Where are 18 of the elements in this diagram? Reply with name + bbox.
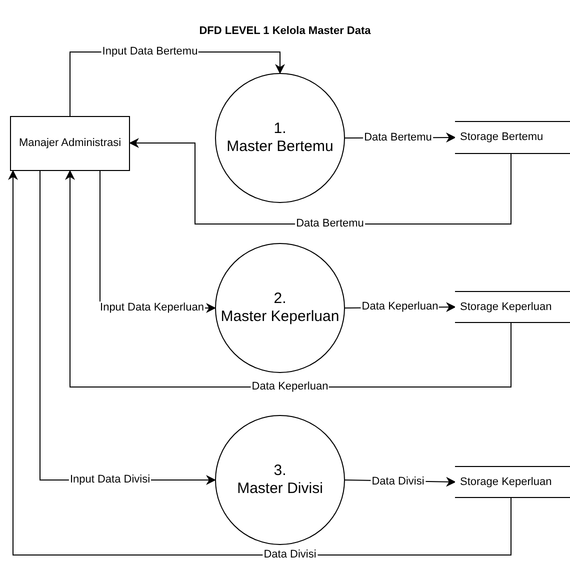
process-name: Master Bertemu (226, 138, 334, 156)
arrow (65, 170, 512, 388)
edge-label: Input Data Bertemu (101, 46, 199, 58)
data-store: Storage Keperluan (455, 291, 570, 323)
data-store: Storage Keperluan (455, 466, 570, 498)
process-name: Master Divisi (237, 480, 323, 498)
data-store: Storage Bertemu (455, 121, 570, 154)
edge-label: Data Keperluan (250, 380, 330, 394)
arrow (8, 170, 512, 556)
process-number: 1. (274, 120, 286, 138)
process-number: 2. (274, 290, 286, 308)
edge-label: Input Data Keperluan (99, 302, 205, 314)
edge-label: Input Data Divisi (68, 474, 152, 486)
diagram-title: DFD LEVEL 1 Kelola Master Data (199, 24, 371, 39)
process-name: Master Keperluan (220, 308, 340, 326)
external-entity: Manajer Administrasi (10, 116, 130, 171)
edge-label: Data Keperluan (360, 300, 440, 314)
process-number: 3. (274, 462, 286, 480)
